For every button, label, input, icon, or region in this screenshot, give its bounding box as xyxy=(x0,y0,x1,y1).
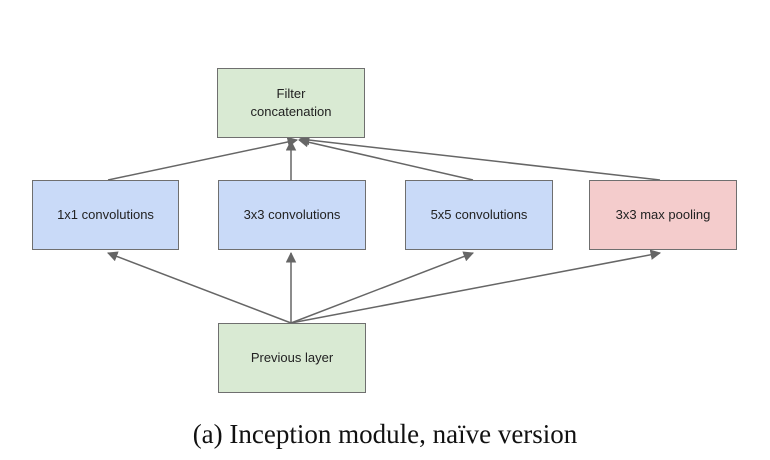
edge-previous-to-conv5 xyxy=(290,251,474,324)
conv-3x3-label: 3x3 convolutions xyxy=(243,207,341,222)
edge-conv1-to-concat xyxy=(107,136,299,181)
figure-caption: (a) Inception module, naïve version xyxy=(192,419,578,449)
edge-previous-to-conv1 xyxy=(107,251,292,324)
max-pooling-box: 3x3 max pooling xyxy=(589,180,737,250)
conv-5x5-box: 5x5 convolutions xyxy=(405,180,553,250)
edge-conv5-to-concat xyxy=(297,137,474,181)
filter-concatenation-label: Filter concatenation xyxy=(250,86,332,119)
conv-5x5-label: 5x5 convolutions xyxy=(430,207,528,222)
conv-1x1-label: 1x1 convolutions xyxy=(57,207,154,222)
max-pooling-label: 3x3 max pooling xyxy=(615,207,711,222)
edge-pool-to-concat xyxy=(298,134,661,181)
previous-layer-box: Previous layer xyxy=(218,323,366,393)
filter-concatenation-box: Filter concatenation xyxy=(217,68,365,138)
previous-layer-label: Previous layer xyxy=(250,350,334,365)
conv-3x3-box: 3x3 convolutions xyxy=(218,180,366,250)
edge-previous-to-pool xyxy=(290,249,662,324)
conv-1x1-box: 1x1 convolutions xyxy=(32,180,179,250)
